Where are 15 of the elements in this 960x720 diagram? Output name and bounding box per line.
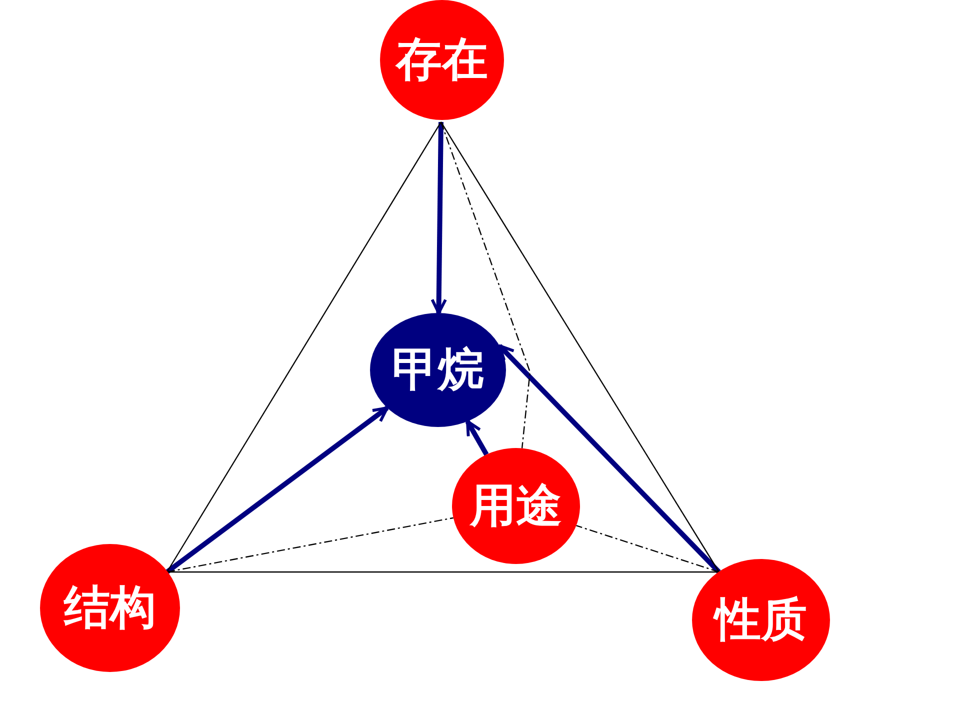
dash-dot-line xyxy=(166,517,454,573)
arrow xyxy=(430,122,447,314)
arrow xyxy=(166,406,389,574)
topic-circle: 结构 xyxy=(40,544,180,672)
triangle-line xyxy=(166,122,442,572)
topic-circle: 用途 xyxy=(452,448,580,564)
dash-dot-line xyxy=(576,525,720,573)
dash-dot-line xyxy=(440,122,531,448)
arrow xyxy=(498,344,721,574)
arrow xyxy=(465,420,489,456)
triangle-line xyxy=(440,122,720,572)
topic-circle: 性质 xyxy=(692,559,830,681)
triangle-line xyxy=(167,571,719,573)
center-ellipse: 甲烷 xyxy=(370,313,506,427)
topic-circle: 存在 xyxy=(380,0,504,120)
